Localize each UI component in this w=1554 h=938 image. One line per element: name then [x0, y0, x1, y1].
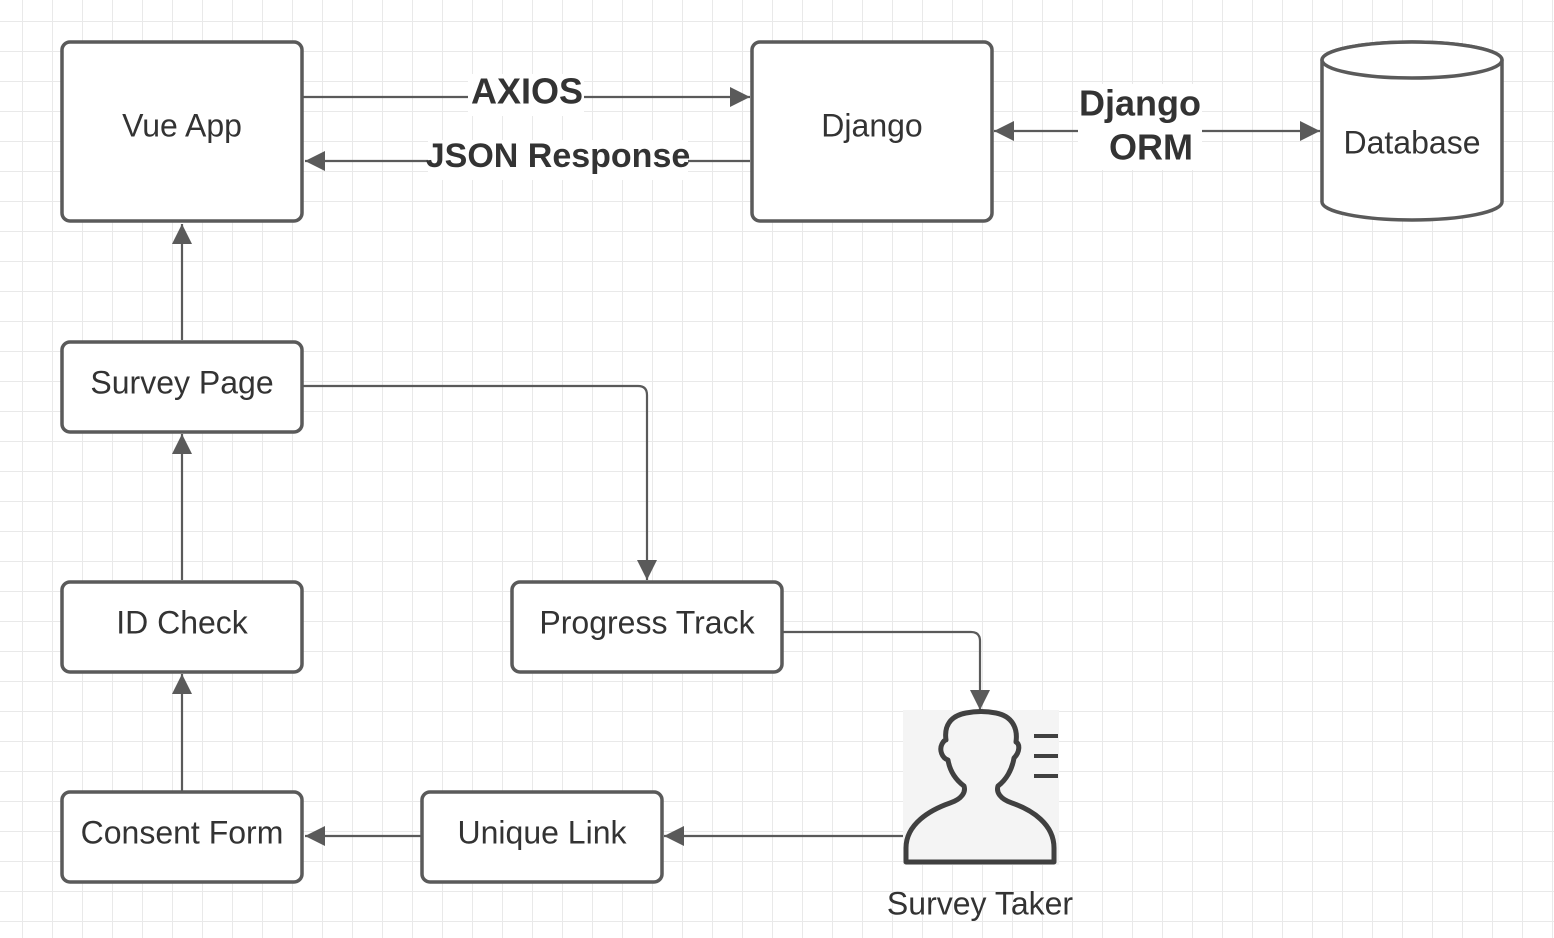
vue-app-label: Vue App: [122, 107, 242, 143]
person-icon: [903, 709, 1058, 865]
vue-app-node[interactable]: Vue App: [60, 40, 304, 223]
django-orm-label-line1: Django: [1079, 83, 1201, 124]
unique-link-node[interactable]: Unique Link: [420, 790, 664, 884]
json-response-label: JSON Response: [426, 137, 691, 175]
django-node[interactable]: Django: [750, 40, 994, 223]
survey-page-node[interactable]: Survey Page: [60, 340, 304, 434]
id-check-label: ID Check: [116, 604, 249, 640]
unique-link-label: Unique Link: [458, 814, 628, 850]
survey-taker-node[interactable]: Survey Taker: [887, 709, 1074, 921]
database-label: Database: [1344, 124, 1481, 160]
progress-to-taker-arrow: [783, 630, 990, 710]
progress-track-node[interactable]: Progress Track: [510, 580, 784, 674]
django-orm-label-line2: ORM: [1109, 127, 1193, 168]
id-check-node[interactable]: ID Check: [60, 580, 304, 674]
survey-to-progress-arrow: [303, 384, 657, 580]
axios-label: AXIOS: [471, 71, 583, 112]
database-node[interactable]: Database: [1320, 40, 1504, 222]
survey-page-label: Survey Page: [90, 364, 273, 400]
consent-form-node[interactable]: Consent Form: [60, 790, 304, 884]
progress-track-label: Progress Track: [539, 604, 755, 640]
survey-taker-label: Survey Taker: [887, 885, 1074, 921]
consent-form-label: Consent Form: [81, 814, 284, 850]
django-label: Django: [821, 107, 922, 143]
